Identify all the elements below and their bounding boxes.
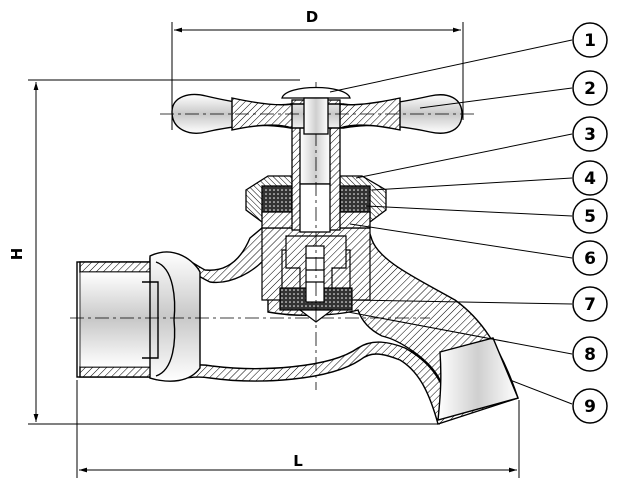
dimension-l-label: L (293, 452, 303, 470)
callout-label: 8 (584, 345, 596, 365)
callout-9: 9 (572, 388, 608, 424)
dimension-h-label: H (8, 248, 26, 261)
callout-5: 5 (572, 198, 608, 234)
callout-label: 5 (584, 207, 596, 227)
dimension-d-label: D (306, 8, 318, 26)
callout-8: 8 (572, 336, 608, 372)
callout-3: 3 (572, 116, 608, 152)
callout-label: 3 (584, 125, 596, 145)
callout-label: 9 (584, 397, 596, 417)
dimension-lines (28, 22, 520, 478)
callout-6: 6 (572, 240, 608, 276)
valve-body (76, 227, 519, 425)
callout-2: 2 (572, 70, 608, 106)
callout-4: 4 (572, 160, 608, 196)
callout-1: 1 (572, 22, 608, 58)
callout-label: 7 (584, 295, 596, 315)
callout-label: 4 (584, 169, 596, 189)
callout-label: 2 (584, 79, 596, 99)
callout-label: 1 (584, 31, 596, 51)
callout-label: 6 (584, 249, 596, 269)
handle-screw (281, 86, 351, 135)
leader-lines (329, 39, 573, 405)
callout-7: 7 (572, 286, 608, 322)
